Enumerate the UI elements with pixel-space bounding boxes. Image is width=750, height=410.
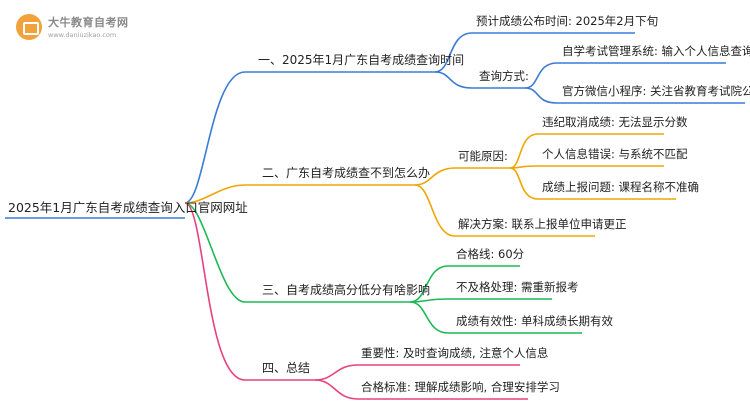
b3-child-2: 不及格处理: 需重新报考 — [456, 280, 579, 294]
b1-child-2-grand-1: 自学考试管理系统: 输入个人信息查询 — [562, 44, 750, 58]
b2-child-1: 可能原因: — [458, 149, 508, 163]
edge-root-b1 — [184, 71, 246, 204]
edge-b2-c1-g1 — [509, 133, 539, 169]
edge-b1-c1 — [434, 32, 473, 73]
b1-child-2: 查询方式: — [479, 69, 529, 83]
edge-b1-c2 — [434, 71, 473, 89]
edge-b3-c1 — [409, 265, 449, 303]
b1-child-2-grand-2: 官方微信小程序: 关注省教育考试院公众号 — [562, 84, 750, 98]
b1-child-1: 预计成绩公布时间: 2025年2月下旬 — [476, 14, 658, 28]
watermark-url: www.daniuzikao.com — [48, 31, 117, 39]
edge-b3-c3 — [409, 301, 449, 334]
b3-child-3: 成绩有效性: 单科成绩长期有效 — [456, 314, 614, 328]
edge-b2-c1-g3 — [509, 167, 539, 200]
b2-child-1-grand-3: 成绩上报问题: 课程名称不准确 — [542, 180, 699, 194]
edge-b4-c1 — [314, 364, 359, 381]
edge-b2-c1 — [414, 167, 456, 186]
branch-3-node: 三、自考成绩高分低分有啥影响 — [262, 282, 430, 297]
edge-root-b2 — [184, 184, 246, 204]
watermark-title: 大牛教育自考网 — [48, 16, 129, 29]
graduation-cap-icon — [16, 14, 42, 40]
b3-child-1: 合格线: 60分 — [456, 247, 525, 261]
branch-2-node: 二、广东自考成绩查不到怎么办 — [262, 165, 430, 180]
b2-child-2: 解决方案: 联系上报单位申请更正 — [458, 217, 627, 231]
edge-root-b4 — [184, 202, 246, 381]
b4-child-2: 合格标准: 理解成绩影响, 合理安排学习 — [361, 380, 560, 394]
edge-b1-c2-g1 — [524, 62, 558, 89]
branch-4-node: 四、总结 — [262, 361, 310, 375]
b4-child-1: 重要性: 及时查询成绩, 注意个人信息 — [361, 346, 548, 360]
edge-b1-c2-g2 — [524, 87, 558, 104]
watermark-logo: 大牛教育自考网 www.daniuzikao.com — [6, 8, 156, 46]
edge-root-b3 — [184, 202, 246, 303]
branch-1-node: 一、2025年1月广东自考成绩查询时间 — [258, 53, 464, 67]
edge-b2-c2 — [414, 184, 456, 237]
b2-child-1-grand-1: 违纪取消成绩: 无法显示分数 — [542, 115, 688, 129]
root-node: 2025年1月广东自考成绩查询入口官网网址 — [8, 200, 248, 215]
b2-child-1-grand-2: 个人信息错误: 与系统不匹配 — [542, 147, 688, 161]
edge-b4-c2 — [314, 379, 359, 400]
